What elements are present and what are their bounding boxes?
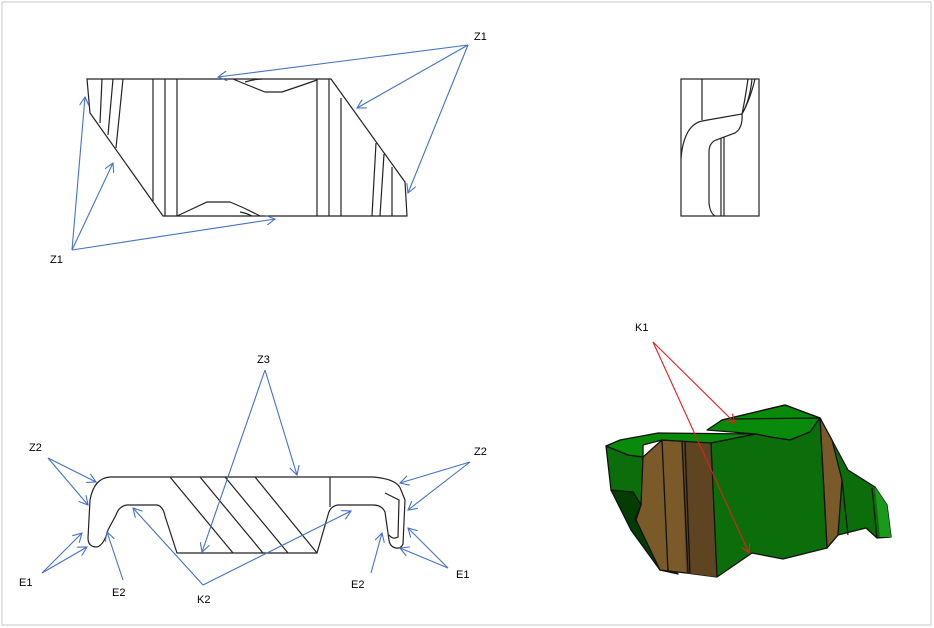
annotation-arrows [41,44,749,586]
top-view-drawing [86,78,408,217]
label-k2: K2 [197,594,211,606]
label-k1: K1 [635,322,649,334]
label-z1-bottom: Z1 [50,254,63,266]
label-e2-left: E2 [112,587,126,599]
label-e1-left: E1 [19,577,33,589]
side-view-drawing [680,78,760,217]
section-view-drawing [87,476,406,554]
label-e1-right: E1 [456,569,470,581]
label-z2-right: Z2 [474,446,487,458]
label-e2-right: E2 [351,579,365,591]
label-z2-left: Z2 [29,442,42,454]
label-z1-top: Z1 [474,31,487,43]
3d-model-view [605,404,892,578]
label-z3: Z3 [257,354,270,366]
